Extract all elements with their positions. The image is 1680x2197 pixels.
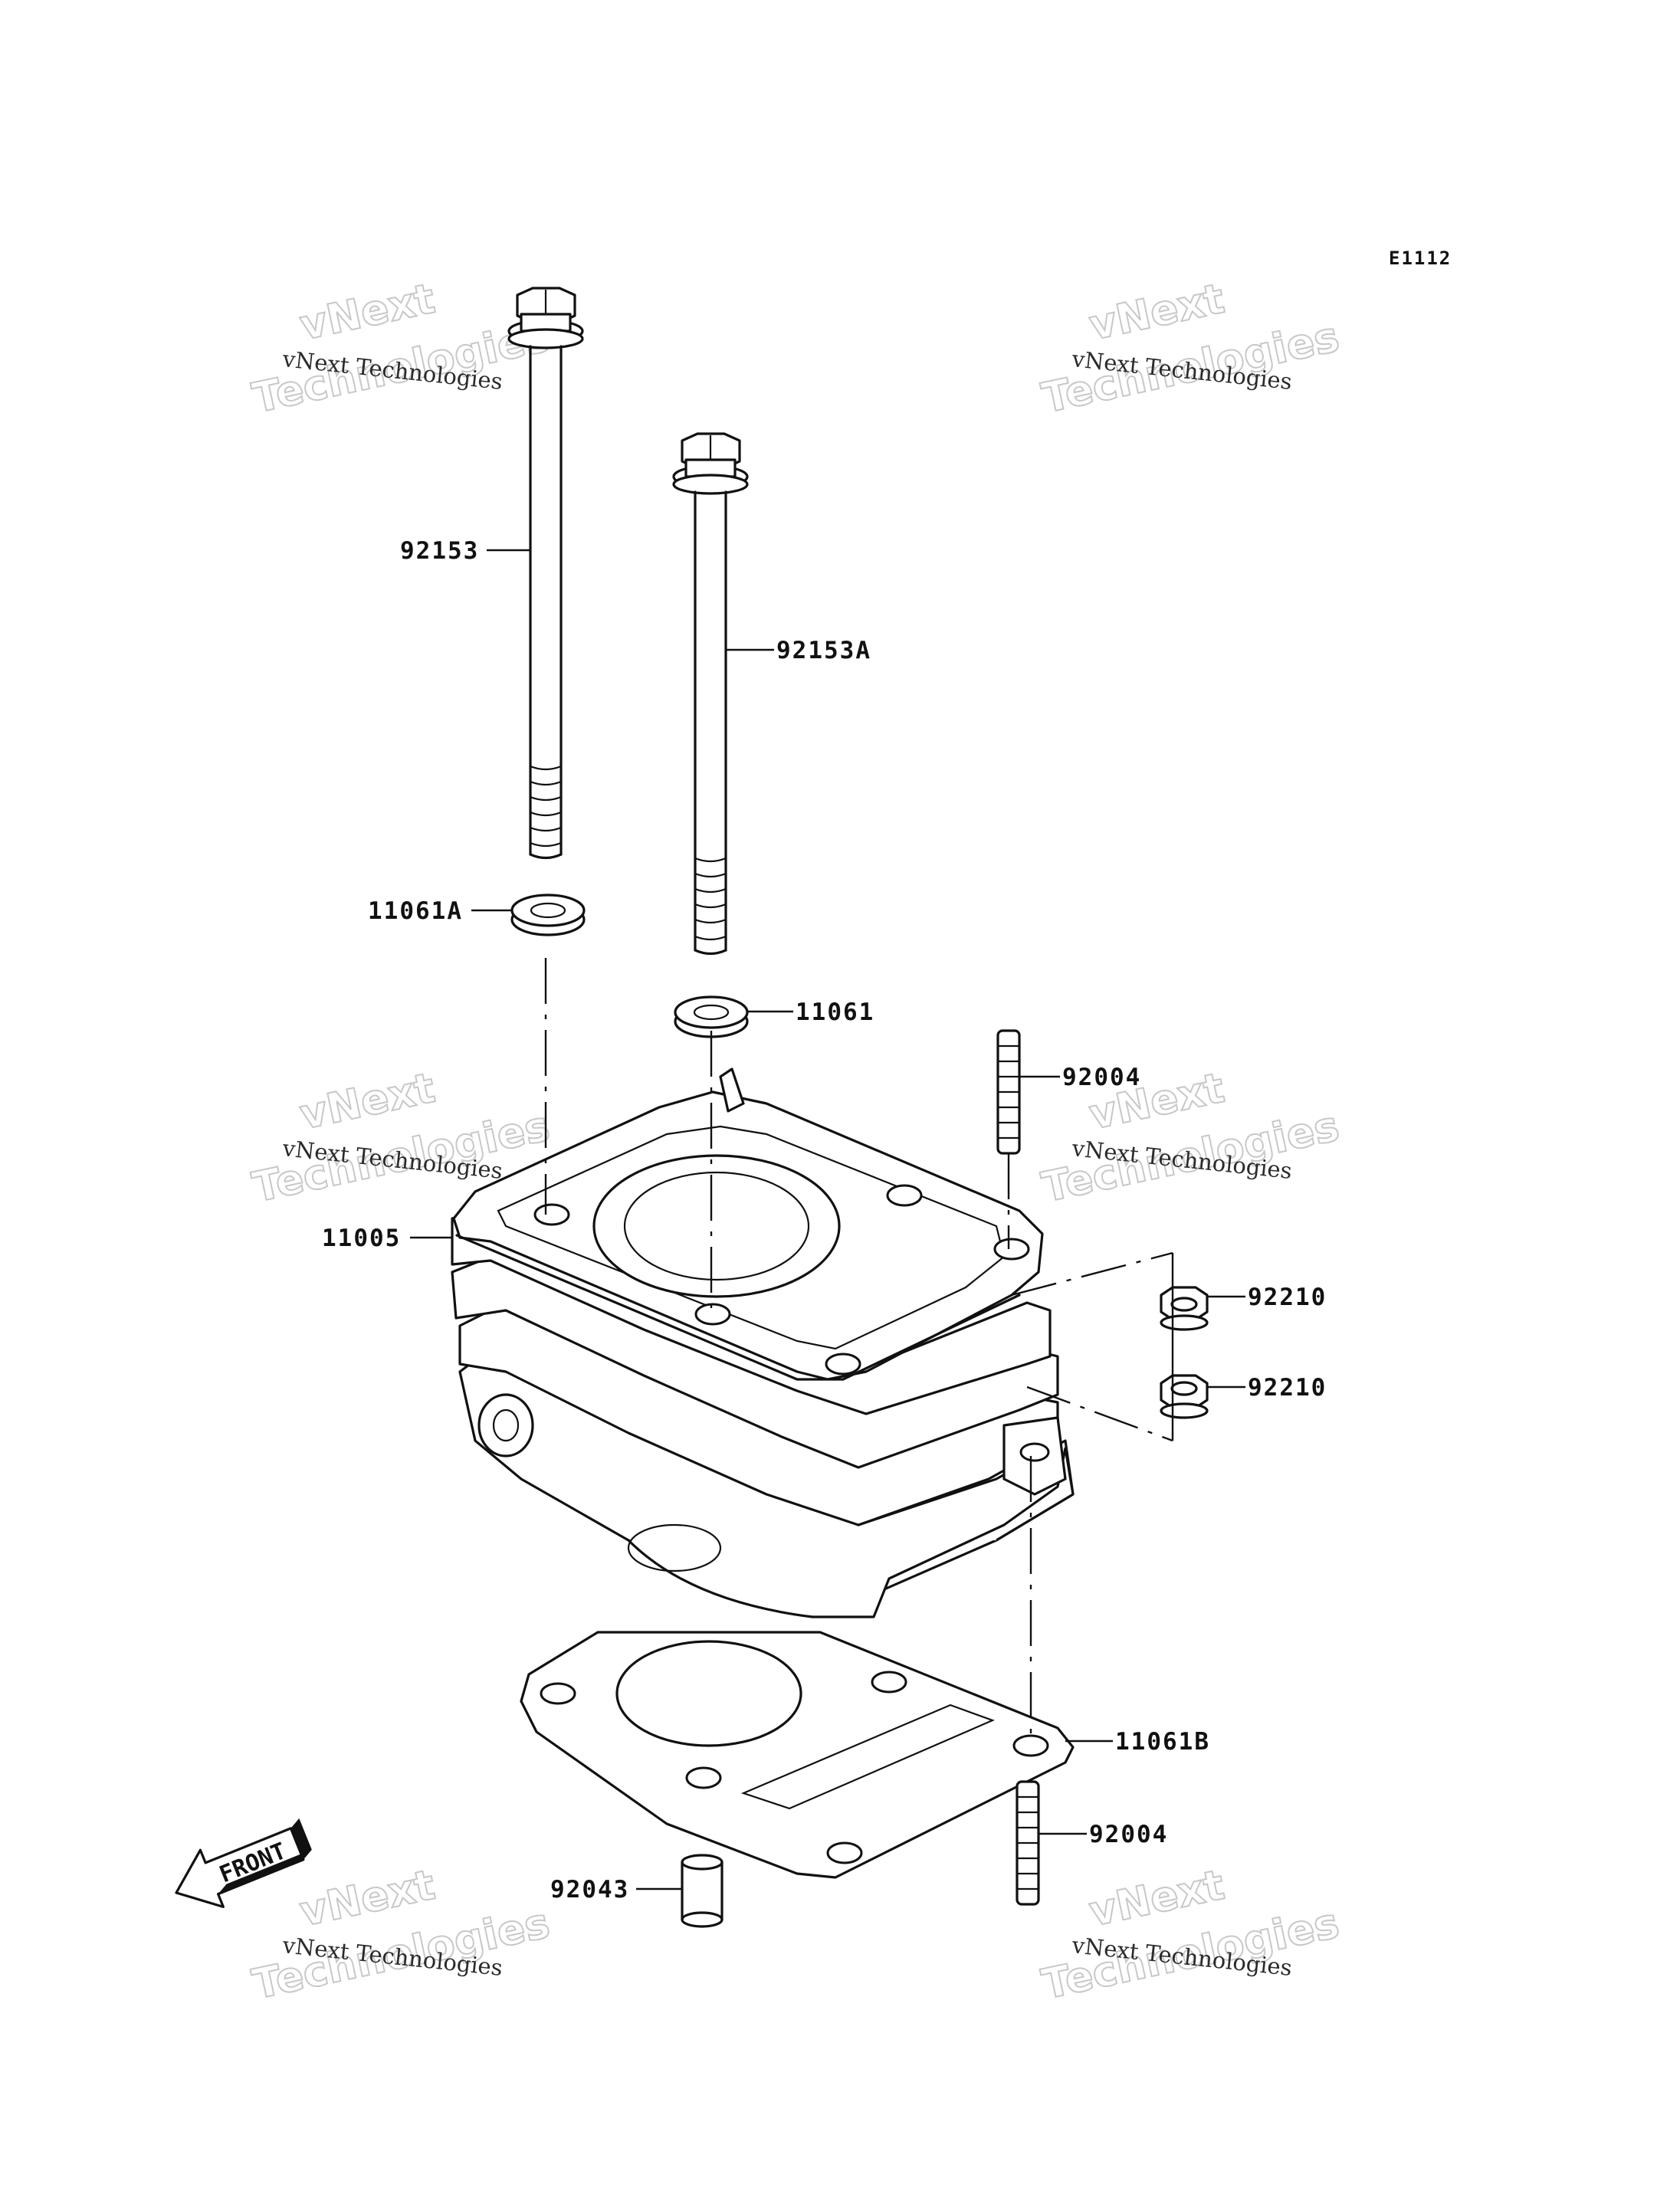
label-11061: 11061 [796, 998, 874, 1026]
assembly-lines [544, 958, 1174, 1740]
diagram-code: E1112 [1389, 248, 1452, 269]
leader-lines [410, 549, 1245, 1890]
label-92153: 92153 [400, 537, 479, 565]
watermark-line1: vNext [296, 1861, 439, 1936]
label-92004-top: 92004 [1062, 1064, 1141, 1091]
stud-92004-top[interactable] [996, 1029, 1021, 1155]
nut-92210-upper[interactable] [1160, 1286, 1209, 1331]
bolt-92153[interactable] [507, 287, 584, 860]
label-11005: 11005 [322, 1225, 401, 1252]
watermark-top-right: vNext Technologies [1037, 274, 1344, 423]
label-92153A: 92153A [776, 637, 871, 664]
nut-92210-lower[interactable] [1160, 1374, 1209, 1419]
watermark-line1: vNext [296, 274, 439, 350]
watermark-top-left: vNext Technologies [248, 274, 554, 423]
label-11061A: 11061A [368, 897, 463, 925]
front-arrow: FRONT [175, 1818, 312, 1908]
watermark-bottom-right: vNext Technologies [1037, 1860, 1344, 2009]
label-92004-bottom: 92004 [1089, 1821, 1168, 1848]
cylinder-11005[interactable] [451, 1067, 1075, 1618]
watermark-line1: vNext [296, 1064, 439, 1139]
dowel-92043[interactable] [681, 1854, 724, 1928]
stud-92004-bottom[interactable] [1016, 1780, 1040, 1906]
watermark-line1: vNext [1085, 1861, 1229, 1936]
watermark-line1: vNext [1085, 274, 1229, 350]
label-11061B: 11061B [1115, 1728, 1210, 1756]
label-92210-upper: 92210 [1248, 1284, 1327, 1311]
washer-11061A[interactable] [510, 894, 586, 936]
gasket-11061B[interactable] [520, 1631, 1075, 1879]
bolt-92153A[interactable] [672, 432, 749, 956]
washer-11061[interactable] [674, 995, 749, 1038]
label-92210-lower: 92210 [1248, 1374, 1327, 1402]
label-92043: 92043 [550, 1876, 629, 1904]
